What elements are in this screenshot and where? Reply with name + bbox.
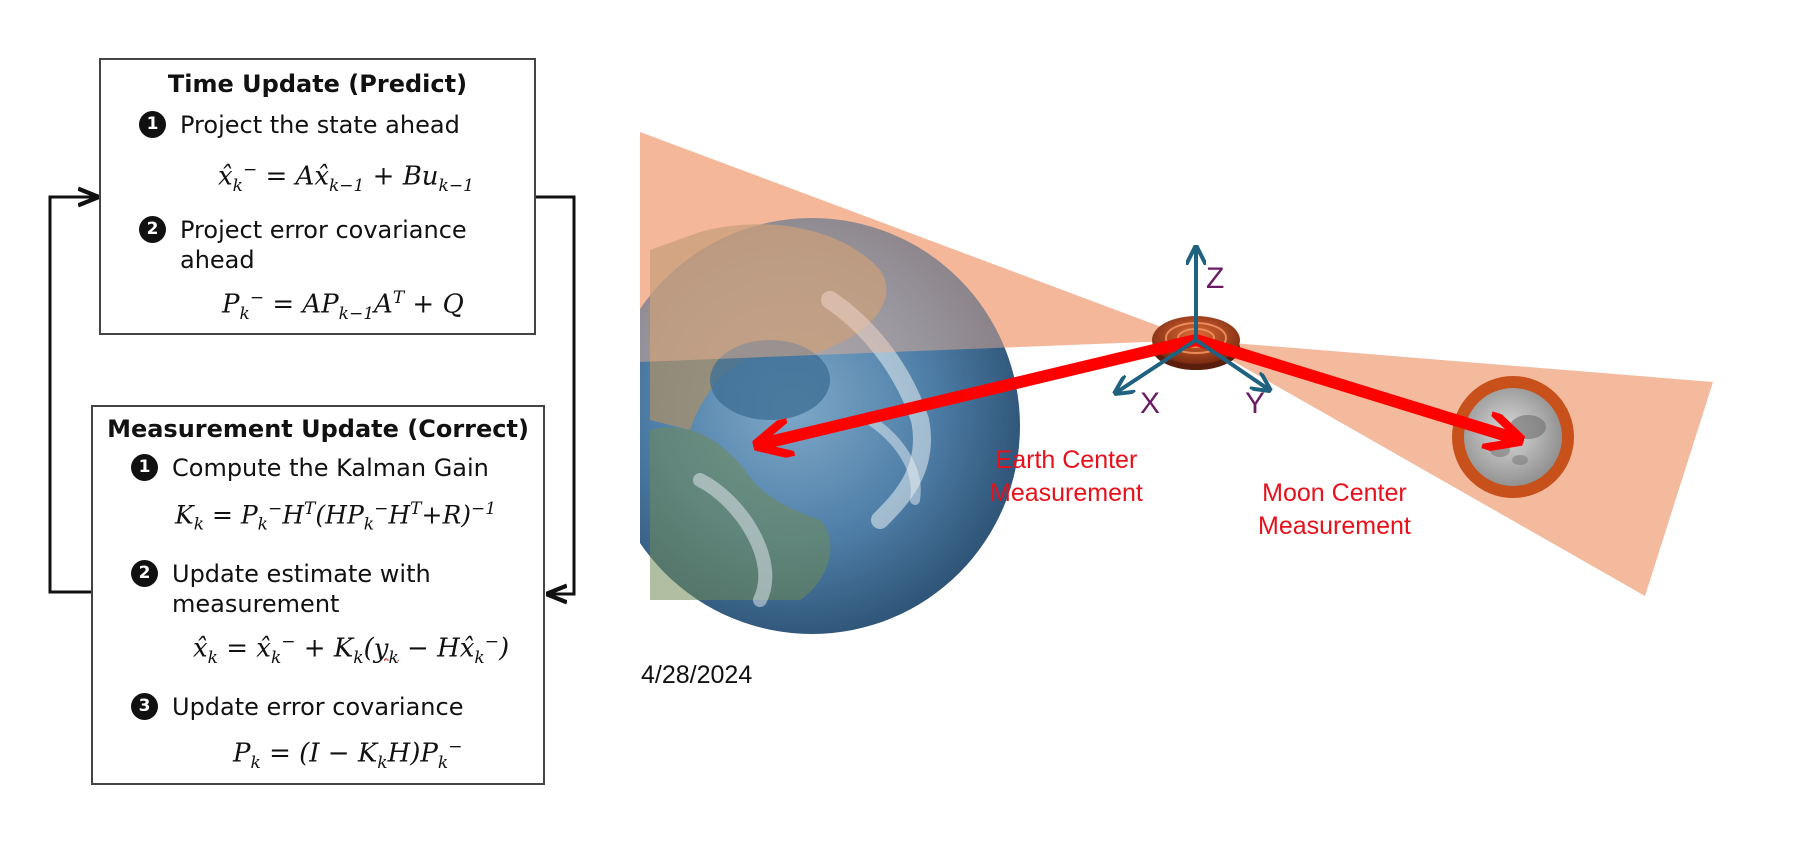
- step-number-badge: 3: [131, 693, 158, 720]
- axis-triad: [1117, 249, 1268, 392]
- moon-measurement-arrow: [1194, 334, 1520, 440]
- loop-arrow-left: [48, 197, 100, 594]
- covariance-update-equation: Pk = (I − KkH)Pk−: [233, 737, 463, 773]
- earth-measurement-arrow: [757, 334, 1198, 445]
- time-update-box: Time Update (Predict) 1 Project the stat…: [99, 58, 536, 335]
- measurement-step-1: 1 Compute the Kalman Gain: [131, 453, 489, 483]
- step-number-badge: 1: [131, 454, 158, 481]
- covariance-prior-equation: Pk− = APk−1AT + Q: [222, 288, 464, 324]
- step-label: Update error covariance: [172, 693, 464, 721]
- moon-fov-cone: [1196, 340, 1713, 596]
- kalman-gain-equation: Kk = Pk−HT(HPk−HT+R)−1: [175, 499, 497, 535]
- time-step-1: 1 Project the state ahead: [139, 110, 460, 140]
- date-label: 4/28/2024: [641, 661, 753, 689]
- time-update-title: Time Update (Predict): [167, 70, 468, 98]
- state-update-equation: x̂k = x̂k− + Kk(yk − Hx̂k−): [193, 632, 510, 668]
- axis-y-label: Y: [1245, 387, 1266, 420]
- step-label: Compute the Kalman Gain: [172, 454, 489, 482]
- step-number-badge: 2: [139, 216, 166, 243]
- measurement-update-box: Measurement Update (Correct) 1 Compute t…: [91, 405, 545, 785]
- loop-arrow-right: [536, 195, 576, 594]
- measurement-step-3: 3 Update error covariance: [131, 692, 463, 722]
- step-label: Project the state ahead: [180, 111, 460, 139]
- step-number-badge: 1: [139, 111, 166, 138]
- measurement-update-title: Measurement Update (Correct): [107, 415, 529, 443]
- axis-x-label: X: [1140, 387, 1161, 420]
- axis-z-label: Z: [1206, 262, 1225, 295]
- step-number-badge: 2: [131, 560, 158, 587]
- state-prior-equation: x̂k− = Ax̂k−1 + Buk−1: [218, 160, 474, 196]
